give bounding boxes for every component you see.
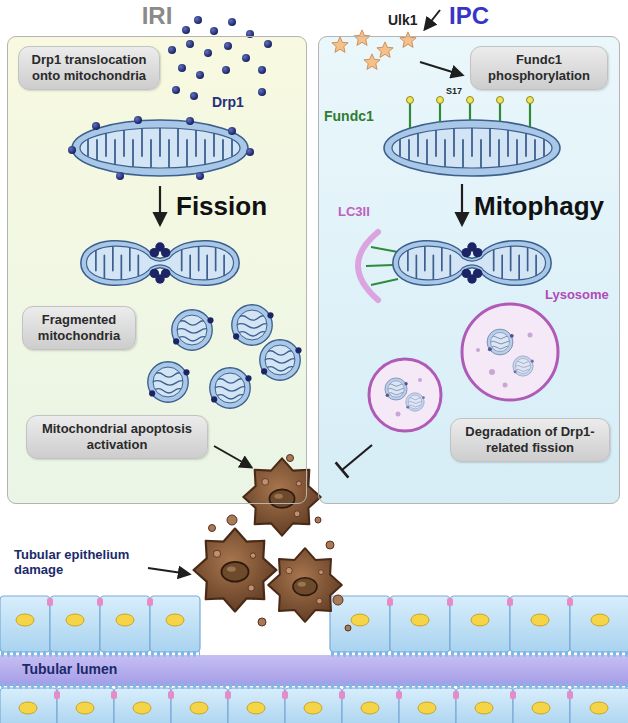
- process-label: Mitophagy: [474, 192, 604, 222]
- panel-title: IRI: [8, 2, 306, 30]
- protein-label: LC3II: [338, 205, 370, 220]
- process-box: Fragmented mitochondria: [22, 306, 136, 350]
- box-text: Degradation of Drp1-related fission: [459, 424, 601, 456]
- box-text: Fragmented mitochondria: [31, 312, 127, 344]
- box-text: Mitochondrial apoptosis activation: [35, 421, 199, 453]
- process-box: Degradation of Drp1-related fission: [450, 418, 610, 462]
- callout-label: Tubular epithelium damage: [14, 548, 150, 578]
- scenario-panel: IPCFundc1 phosphorylationDegradation of …: [318, 36, 620, 504]
- box-text: Drp1 translocation onto mitochondria: [27, 52, 151, 84]
- panel-title: IPC: [319, 2, 619, 30]
- protein-label: Ulk1: [388, 12, 418, 28]
- protein-label: Drp1: [212, 94, 244, 110]
- region-label: Tubular lumen: [22, 661, 117, 677]
- site-label: S17: [446, 86, 462, 96]
- box-text: Fundc1 phosphorylation: [479, 52, 599, 84]
- process-box: Fundc1 phosphorylation: [470, 46, 608, 90]
- process-label: Fission: [176, 192, 267, 222]
- process-box: Mitochondrial apoptosis activation: [26, 415, 208, 459]
- process-box: Drp1 translocation onto mitochondria: [18, 46, 160, 90]
- organelle-label: Lysosome: [545, 288, 609, 303]
- scenario-panel: IRIDrp1 translocation onto mitochondriaF…: [7, 36, 307, 504]
- protein-label: Fundc1: [324, 108, 374, 124]
